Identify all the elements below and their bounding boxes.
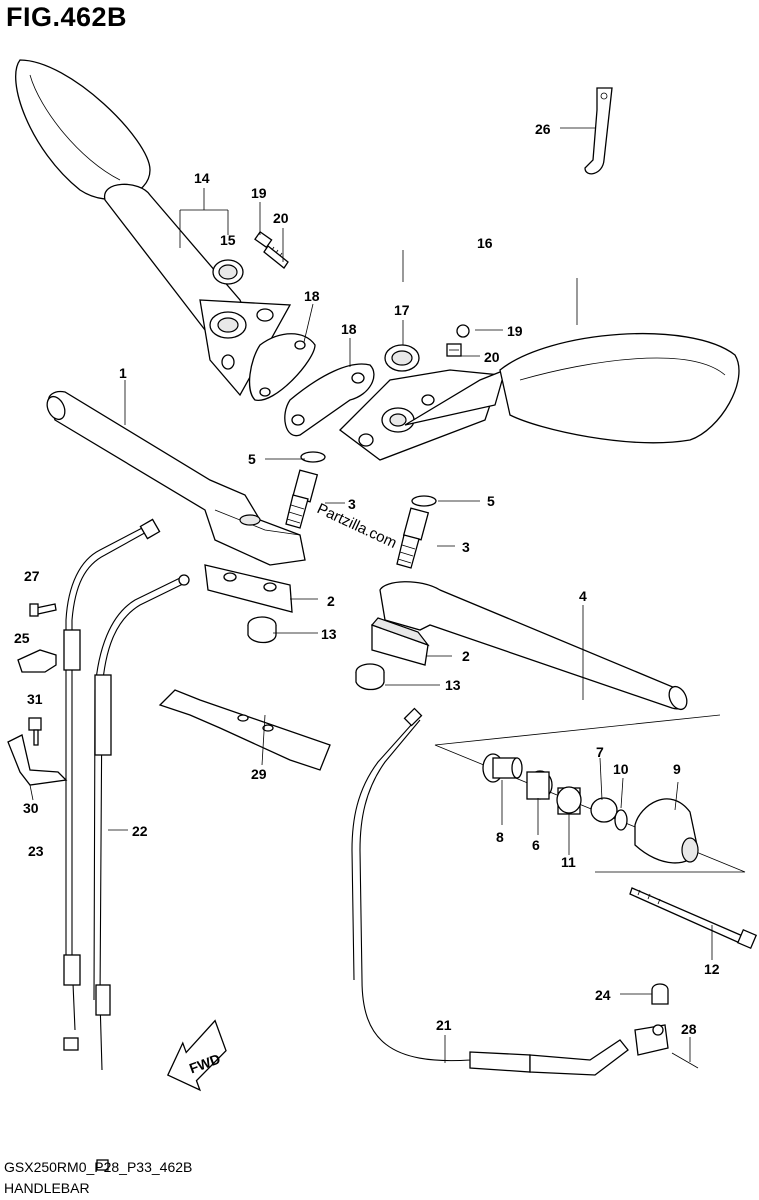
mirror-nut-15[interactable] <box>212 259 244 285</box>
watermark-text: Partzilla.com <box>314 500 399 552</box>
callout-3b: 3 <box>462 539 470 555</box>
callout-labels: 1 2 2 3 3 4 5 5 6 7 8 9 10 11 12 13 13 1… <box>14 121 720 1037</box>
leader-lines <box>29 127 713 1063</box>
callout-11: 11 <box>561 854 576 870</box>
callout-4: 4 <box>579 588 587 604</box>
mirror-gasket-right-18[interactable] <box>284 363 375 437</box>
figure-title: FIG.462B <box>6 2 128 32</box>
bar-end-washer-10[interactable] <box>614 809 628 831</box>
callout-20b: 20 <box>484 349 500 365</box>
bar-end-collar-6[interactable] <box>526 770 553 800</box>
mirror-gasket-left-18[interactable] <box>248 333 316 401</box>
screw-31[interactable] <box>28 717 42 746</box>
figure-name: HANDLEBAR <box>4 1180 90 1196</box>
callout-13a: 13 <box>321 626 337 642</box>
callout-18b: 18 <box>341 321 357 337</box>
callout-10: 10 <box>613 761 629 777</box>
mirror-nut-17[interactable] <box>384 344 420 372</box>
callout-7: 7 <box>596 744 604 760</box>
cable-guide-26[interactable] <box>584 87 613 175</box>
handlebar-right[interactable] <box>379 581 690 713</box>
callout-5b: 5 <box>487 493 495 509</box>
cotter-pin-28[interactable] <box>671 1052 699 1069</box>
clamp-bolt-right-3[interactable] <box>396 507 430 569</box>
callout-5a: 5 <box>248 451 256 467</box>
callout-16: 16 <box>477 235 493 251</box>
callout-28: 28 <box>681 1021 697 1037</box>
cable-holder-29[interactable] <box>158 689 331 771</box>
callout-13b: 13 <box>445 677 461 693</box>
bar-end-spacer-7[interactable] <box>590 797 618 823</box>
callout-2a: 2 <box>327 593 335 609</box>
cable-pin-24[interactable] <box>651 983 669 1005</box>
handlebar-clamp-left-2[interactable] <box>204 564 293 613</box>
callout-29: 29 <box>251 766 267 782</box>
assembly-guide-line <box>434 714 746 873</box>
bar-end-rubber-11[interactable] <box>556 786 582 815</box>
callout-17: 17 <box>394 302 410 318</box>
handlebar-clamp-right-2[interactable] <box>370 617 430 666</box>
bar-end-weight-9[interactable] <box>634 798 699 864</box>
throttle-cable-22[interactable] <box>93 574 190 1171</box>
callout-1: 1 <box>119 365 127 381</box>
cable-bracket-30[interactable] <box>7 734 68 786</box>
bolt-cap-right-5[interactable] <box>411 495 437 507</box>
callout-14: 14 <box>194 170 210 186</box>
callout-26: 26 <box>535 121 551 137</box>
callout-2b: 2 <box>462 648 470 664</box>
callout-18a: 18 <box>304 288 320 304</box>
callout-19a: 19 <box>251 185 267 201</box>
right-bolt-19-20[interactable] <box>446 324 470 357</box>
callout-15: 15 <box>220 232 236 248</box>
throttle-cable-23[interactable] <box>63 518 161 1051</box>
fwd-arrow-icon: FWD <box>166 1019 227 1092</box>
clamp-bolt-left-3[interactable] <box>285 469 319 529</box>
bar-end-bolt-8[interactable] <box>482 753 523 783</box>
callout-6: 6 <box>532 837 540 853</box>
callout-9: 9 <box>673 761 681 777</box>
bolt-cap-left-5[interactable] <box>300 451 326 463</box>
callout-27: 27 <box>24 568 40 584</box>
callout-19b: 19 <box>507 323 523 339</box>
callout-30: 30 <box>23 800 39 816</box>
callout-22: 22 <box>132 823 148 839</box>
right-mirror[interactable] <box>339 332 740 461</box>
left-bolt-19-20[interactable] <box>254 230 289 269</box>
callout-31: 31 <box>27 691 43 707</box>
figure-code: GSX250RM0_P28_P33_462B <box>4 1159 193 1175</box>
callout-25: 25 <box>14 630 30 646</box>
screw-27[interactable] <box>29 603 57 617</box>
callout-20a: 20 <box>273 210 289 226</box>
callout-21: 21 <box>436 1017 452 1033</box>
handlebar-left[interactable] <box>44 390 306 566</box>
callout-12: 12 <box>704 961 720 977</box>
callout-8: 8 <box>496 829 504 845</box>
callout-23: 23 <box>28 843 44 859</box>
callout-3a: 3 <box>348 496 356 512</box>
clutch-cable-21[interactable] <box>351 707 669 1076</box>
bar-end-screw-12[interactable] <box>629 887 758 950</box>
callout-24: 24 <box>595 987 611 1003</box>
clamp-nut-left-13[interactable] <box>247 616 277 644</box>
clamp-nut-right-13[interactable] <box>355 663 385 691</box>
left-mirror[interactable] <box>15 59 292 397</box>
cable-clamp-25[interactable] <box>17 649 57 673</box>
